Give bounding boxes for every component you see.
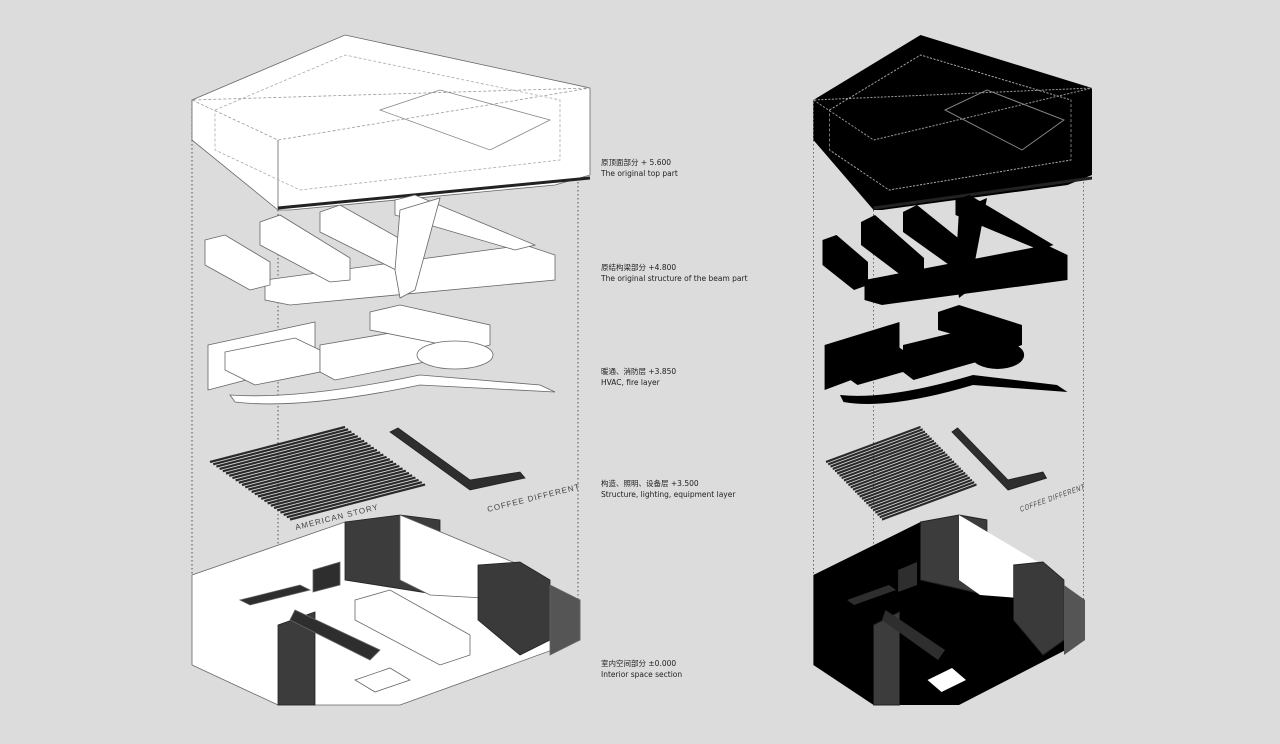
lighting-slat xyxy=(257,460,394,498)
lighting-slat xyxy=(283,478,419,516)
lighting-slat xyxy=(837,437,932,475)
lighting-slat xyxy=(875,476,970,514)
label-zh: 构造、照明、设备层 +3.500 xyxy=(601,479,699,488)
lighting-slat xyxy=(870,471,966,510)
lighting-slat xyxy=(828,428,923,466)
lighting-slat xyxy=(289,483,426,521)
lighting-slat xyxy=(212,428,349,466)
model-right: COFFEE DIFFERENT xyxy=(813,35,1093,706)
lighting-slat xyxy=(232,442,368,480)
layer-hvac xyxy=(824,305,1068,404)
lighting-slat xyxy=(859,460,955,498)
lighting-track xyxy=(389,427,526,491)
lighting-slat xyxy=(881,483,977,521)
label-interior: 室内空间部分 ±0.000 Interior space section xyxy=(601,659,682,680)
lighting-slat xyxy=(852,453,948,491)
lighting-slat xyxy=(863,465,959,503)
lighting-slat xyxy=(276,474,413,512)
lighting-slat xyxy=(241,448,378,487)
lighting-slat xyxy=(834,435,930,473)
label-en: Interior space section xyxy=(601,669,683,679)
layer-top-part xyxy=(813,35,1093,210)
lighting-slat xyxy=(225,437,362,475)
layer-lighting-slats xyxy=(825,425,977,521)
lighting-slat xyxy=(830,430,926,468)
lighting-slat xyxy=(841,442,937,480)
lighting-slat xyxy=(286,481,423,519)
layer-lighting-slats xyxy=(209,425,426,521)
layer-beam-structure xyxy=(822,195,1068,305)
layer-interior xyxy=(191,514,581,706)
label-zh: 暖通、消防层 +3.850 xyxy=(601,367,677,376)
lighting-slat xyxy=(868,469,964,507)
lighting-slat xyxy=(872,474,968,512)
lighting-slat xyxy=(228,439,365,477)
model-left: AMERICAN STORY COFFEE DIFFERENT xyxy=(191,34,591,706)
lighting-slat xyxy=(839,439,935,477)
lighting-slat xyxy=(280,476,416,514)
lighting-slat xyxy=(857,458,953,496)
lighting-slat xyxy=(251,455,387,493)
label-zh: 室内空间部分 ±0.000 xyxy=(601,659,677,668)
lighting-track xyxy=(951,427,1048,491)
label-hvac: 暖通、消防层 +3.850 HVAC, fire layer xyxy=(601,367,676,388)
lighting-slat xyxy=(264,465,400,503)
lighting-slat xyxy=(254,458,391,496)
lighting-slat xyxy=(209,425,346,464)
lighting-slat xyxy=(854,455,950,493)
lighting-slat xyxy=(825,425,921,464)
label-en: Structure, lighting, equipment layer xyxy=(601,489,736,499)
label-beam-part: 原结构梁部分 +4.800 The original structure of … xyxy=(601,263,748,284)
lighting-slat xyxy=(222,435,359,473)
layer-interior xyxy=(813,514,1085,706)
signage-right: COFFEE DIFFERENT xyxy=(1020,483,1086,514)
lighting-slat xyxy=(879,481,975,519)
lighting-slat xyxy=(832,432,928,470)
layer-beam-structure xyxy=(204,194,556,306)
label-zh: 原顶面部分 + 5.600 xyxy=(601,158,672,167)
lighting-slat xyxy=(216,430,352,468)
label-en: The original structure of the beam part xyxy=(601,273,748,283)
lighting-slat xyxy=(248,453,384,491)
lighting-slat xyxy=(866,467,962,505)
lighting-slat xyxy=(273,471,410,510)
lighting-slat xyxy=(845,446,941,484)
lighting-slat xyxy=(850,451,946,489)
label-en: HVAC, fire layer xyxy=(601,377,660,387)
layer-hvac xyxy=(207,304,556,405)
signage-right: COFFEE DIFFERENT xyxy=(486,482,581,514)
lighting-slat xyxy=(244,451,381,489)
lighting-slat xyxy=(861,462,957,500)
lighting-slat xyxy=(877,478,973,516)
layer-top-part xyxy=(191,34,591,211)
label-zh: 原结构梁部分 +4.800 xyxy=(601,263,677,272)
lighting-slat xyxy=(270,469,407,507)
lighting-slat xyxy=(843,444,939,482)
label-lighting: 构造、照明、设备层 +3.500 Structure, lighting, eq… xyxy=(601,479,735,500)
label-top-part: 原顶面部分 + 5.600 The original top part xyxy=(601,158,678,179)
lighting-slat xyxy=(235,444,371,482)
lighting-slat xyxy=(260,462,397,500)
label-en: The original top part xyxy=(601,168,678,178)
lighting-slat xyxy=(267,467,403,505)
lighting-slat xyxy=(219,432,355,470)
lighting-slat xyxy=(848,448,944,487)
lighting-slat xyxy=(238,446,375,484)
